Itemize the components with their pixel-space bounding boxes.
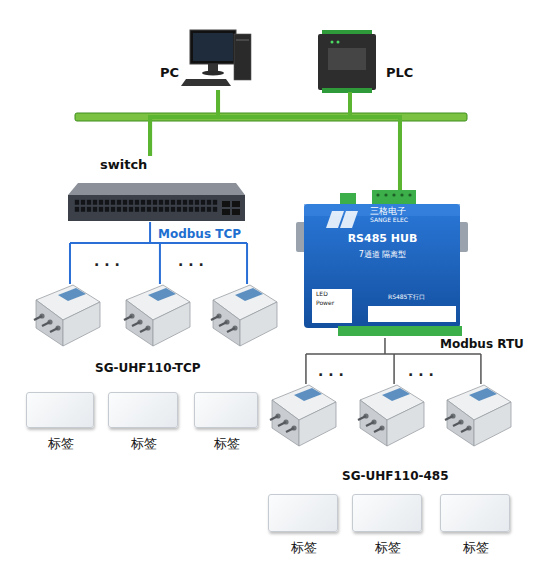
ethernet-bus — [75, 113, 467, 121]
fieldbus-branch — [70, 222, 247, 284]
tag-card: 标签 — [440, 494, 510, 532]
plc-controller: PLC — [316, 28, 416, 92]
node-text: PLC — [386, 66, 413, 81]
reader-group: SG-UHF110-485 — [262, 384, 522, 486]
node-text: 三格电子 — [370, 206, 406, 216]
node-text: SG-UHF110-485 — [342, 470, 449, 484]
continuation-dots: · · · — [408, 368, 434, 383]
tag-card: 标签 — [26, 392, 94, 428]
protocol-label: Modbus TCP — [158, 228, 241, 241]
switch-illustration — [68, 183, 245, 221]
node-text: 标签 — [27, 437, 95, 452]
node-text: RS485下行口 — [388, 294, 425, 301]
pc-station: PC — [150, 26, 252, 90]
rs485-hub: RS485 HUB 三格电子SANGE ELEC 7通道 隔离型 LED Power RS… — [300, 190, 465, 338]
node-text: PC — [160, 66, 179, 81]
node-text: SANGE ELEC — [370, 217, 408, 224]
node-text: 标签 — [109, 437, 179, 452]
ethernet-link — [150, 92, 350, 156]
plc-illustration — [318, 30, 376, 93]
tag-card: 标签 — [352, 494, 422, 532]
tag-card: 标签 — [268, 494, 338, 532]
node-text: LED — [316, 291, 328, 298]
node-text: 标签 — [353, 541, 423, 556]
reader-group: SG-UHF110-TCP — [25, 284, 285, 376]
continuation-dots: · · · — [178, 258, 204, 273]
node-text: switch — [100, 158, 147, 173]
tag-card: 标签 — [194, 392, 258, 428]
node-text: 7通道 隔离型 — [330, 250, 435, 259]
node-text: 标签 — [195, 437, 259, 452]
node-text: SG-UHF110-TCP — [95, 362, 201, 376]
network-switch: switch — [66, 156, 246, 222]
protocol-label: Modbus RTU — [440, 338, 524, 351]
ethernet-link — [218, 90, 400, 190]
ethernet-link — [150, 90, 218, 156]
uhf-reader-group-tcp — [34, 285, 277, 346]
tag-card: 标签 — [108, 392, 178, 428]
continuation-dots: · · · — [94, 258, 120, 273]
node-text: Power — [316, 300, 334, 307]
node-text: 标签 — [441, 541, 511, 556]
node-text: RS485 HUB — [330, 233, 435, 246]
uhf-reader-group-485 — [270, 385, 511, 446]
node-text: 标签 — [269, 541, 339, 556]
pc-illustration — [181, 30, 251, 86]
ethernet-link — [350, 92, 400, 190]
hub-illustration — [296, 190, 468, 336]
continuation-dots: · · · — [318, 368, 344, 383]
